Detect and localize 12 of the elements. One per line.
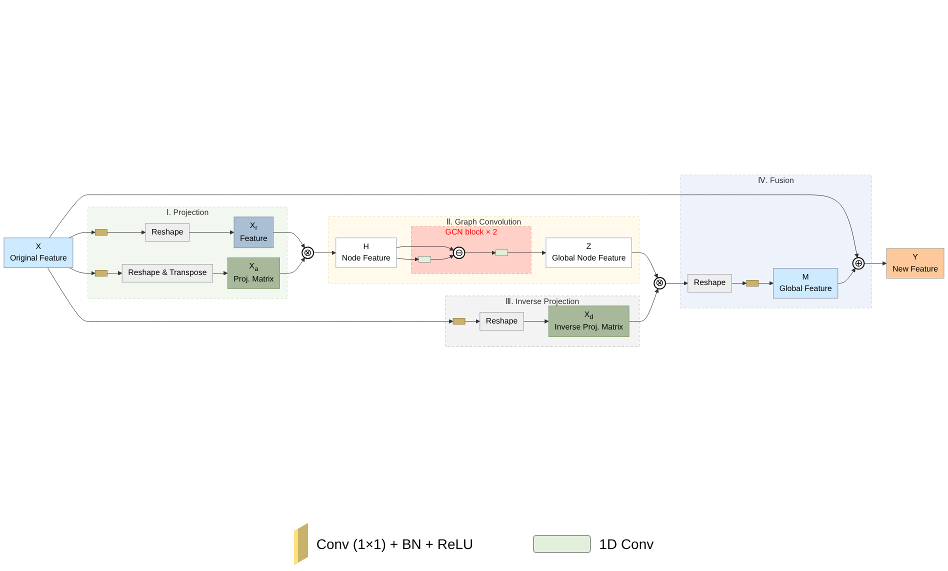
- node-circle: ⊖: [452, 246, 466, 259]
- node-bar: [95, 270, 108, 276]
- node-circle: ⊗: [654, 276, 666, 290]
- node-bar: [452, 318, 466, 324]
- legend-label: Conv (1×1) + BN + ReLU: [316, 536, 474, 552]
- node-circle: ⊗: [302, 246, 314, 259]
- node-box: [418, 256, 431, 262]
- node-bar: [746, 280, 759, 286]
- node-bar: [95, 228, 108, 236]
- node-box: [496, 249, 508, 256]
- node-circle: ⊕: [852, 256, 865, 270]
- legend-label: 1D Conv: [599, 536, 654, 552]
